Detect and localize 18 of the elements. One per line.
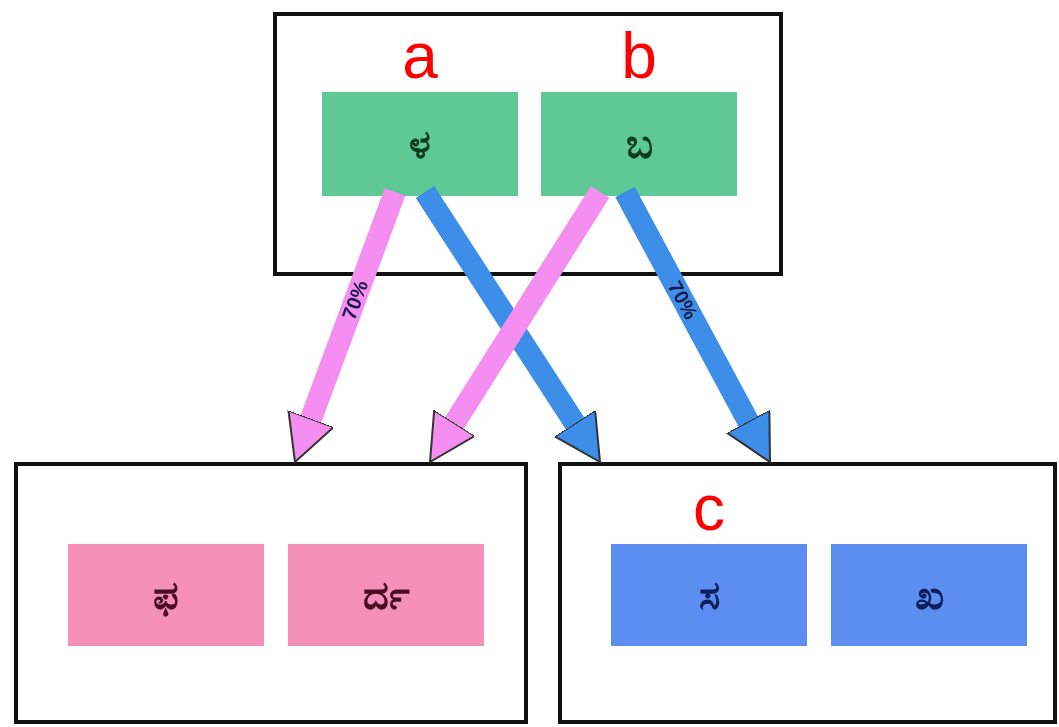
- letter-label: c: [693, 476, 725, 540]
- edge-label: 70%: [338, 277, 372, 323]
- glyph-box: [68, 544, 264, 646]
- group-box: [273, 12, 783, 276]
- letter-label: b: [621, 24, 657, 88]
- group-box: [558, 462, 1057, 724]
- glyph-label: ಬ: [625, 121, 653, 168]
- glyph-label: ಫ: [153, 572, 179, 619]
- glyph-box: [831, 544, 1027, 646]
- glyph-box: [288, 544, 484, 646]
- letter-label: a: [402, 24, 438, 88]
- block-arrow: [284, 188, 406, 466]
- glyph-label: ಸ: [698, 572, 720, 619]
- glyph-label: ರ್ದ: [362, 572, 410, 619]
- edge-label: 70%: [664, 277, 702, 323]
- group-box: [14, 462, 528, 724]
- glyph-label: ಖ: [914, 572, 944, 619]
- glyph-label: ಳ: [409, 121, 431, 168]
